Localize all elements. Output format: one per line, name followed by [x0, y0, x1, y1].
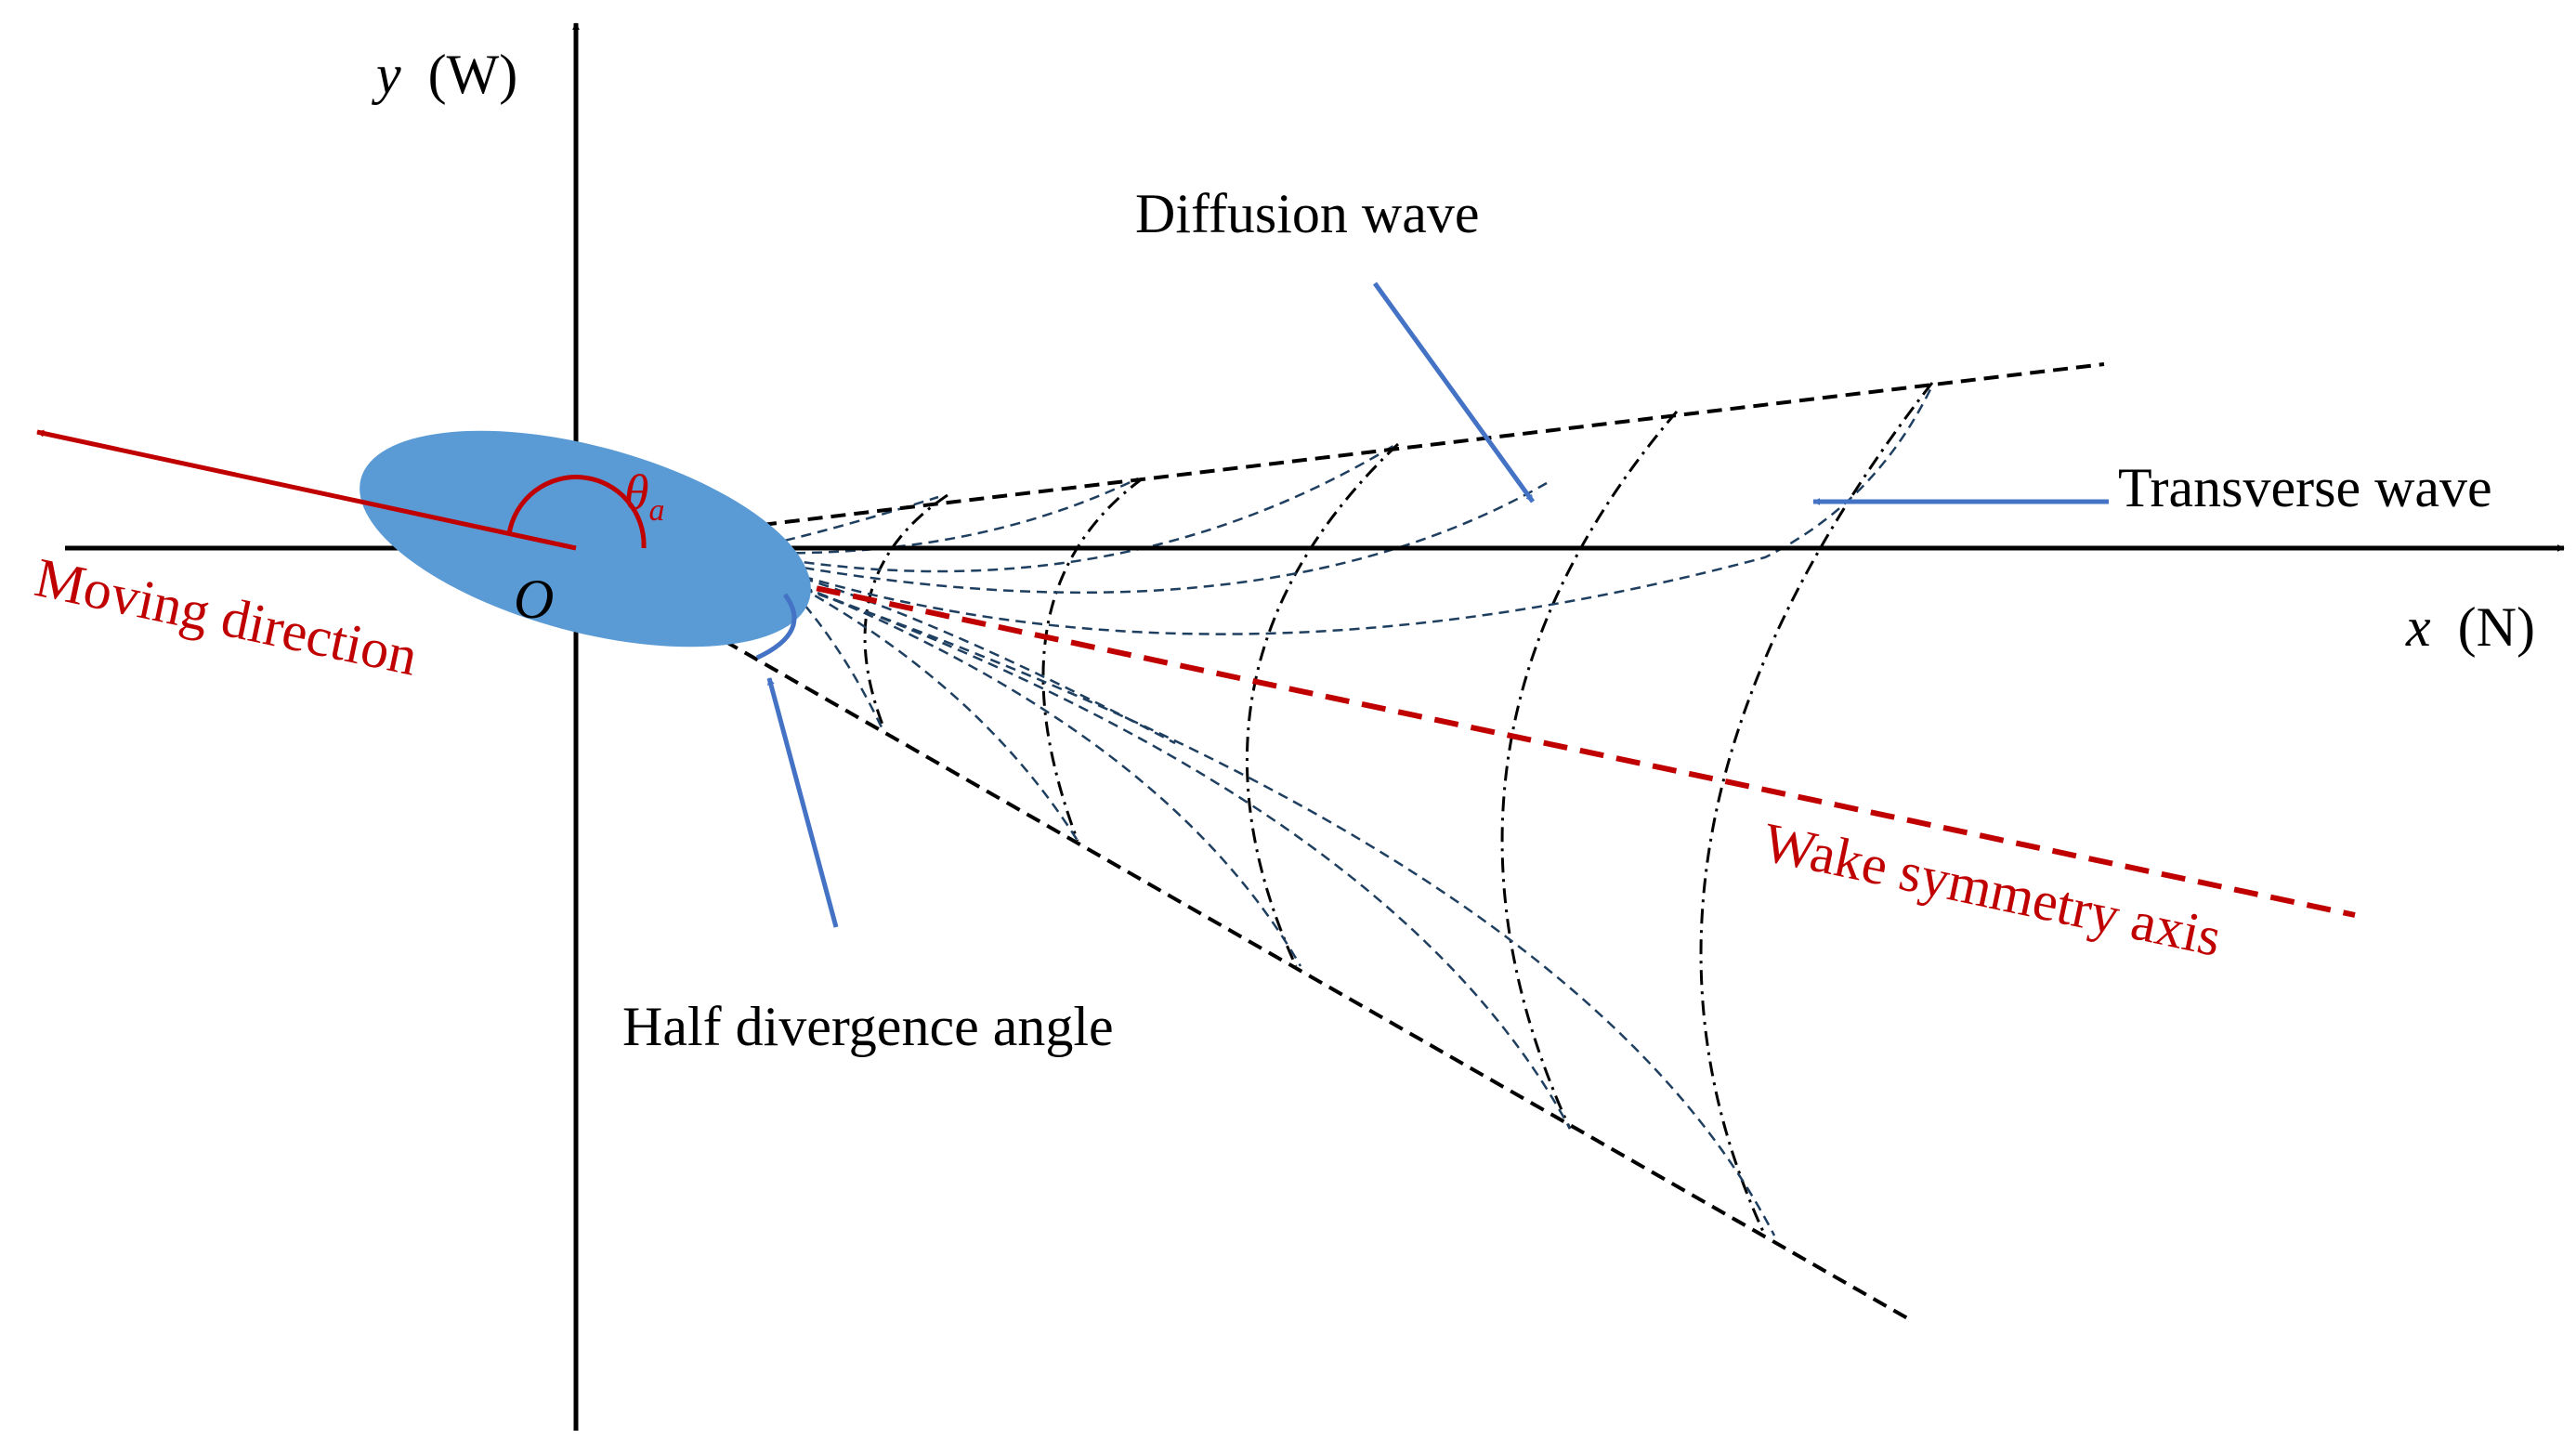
diffusion-wave-label: Diffusion wave	[1135, 183, 1480, 244]
transverse-arc-5	[1699, 382, 1934, 1236]
origin-label: O	[514, 569, 554, 630]
diffusion-line-3	[770, 444, 1394, 573]
transverse-arc-2	[1041, 477, 1144, 842]
lower-wake-boundary	[724, 639, 1910, 1321]
y-axis-unit: (W)	[428, 44, 518, 105]
wake-symmetry-axis-label: Wake symmetry axis	[1758, 811, 2226, 968]
x-axis-unit: (N)	[2458, 596, 2535, 658]
theta-angle-arc	[506, 475, 647, 549]
y-axis-var: y	[371, 44, 401, 105]
diffusion-line-7	[770, 569, 1079, 842]
half-divergence-pointer-arrow	[766, 677, 839, 928]
y-axis-label: y (W)	[371, 44, 517, 105]
diffusion-line-5	[770, 385, 1934, 635]
diffusion-line-11	[770, 567, 1176, 745]
wake-symmetry-axis-line	[779, 578, 2356, 918]
diffusion-line-8	[770, 572, 1302, 967]
transverse-arc-1	[863, 493, 948, 726]
vessel-ellipse	[360, 430, 811, 648]
diffusion-wave-pointer-arrow	[1372, 281, 1536, 504]
diffusion-line-4	[770, 481, 1548, 595]
diffusion-wave-lines	[752, 385, 1934, 1236]
theta-symbol: θ	[624, 464, 649, 520]
diffusion-line-2	[761, 477, 1139, 555]
moving-direction-arrow	[36, 429, 577, 551]
moving-direction-label: Moving direction	[30, 546, 423, 687]
half-divergence-arc	[755, 593, 797, 661]
half-divergence-angle-label: Half divergence angle	[622, 996, 1114, 1057]
transverse-arc-4	[1500, 411, 1679, 1130]
diffusion-line-10	[770, 576, 1776, 1236]
transverse-wave-arcs	[863, 382, 1934, 1236]
theta-label: θa	[624, 464, 665, 528]
x-axis-label: x (N)	[2405, 596, 2535, 658]
transverse-wave-label: Transverse wave	[2118, 457, 2492, 518]
theta-subscript: a	[649, 493, 665, 528]
x-axis-var: x	[2405, 596, 2431, 658]
diffusion-line-9	[770, 574, 1572, 1130]
transverse-arc-3	[1246, 442, 1400, 967]
upper-wake-boundary	[761, 362, 2105, 527]
